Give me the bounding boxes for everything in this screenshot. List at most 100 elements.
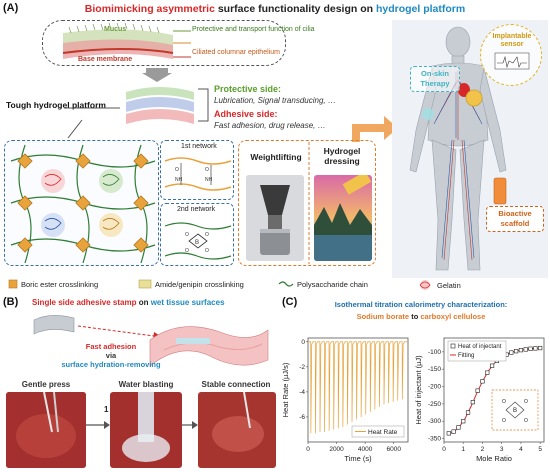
data-point: [523, 347, 528, 352]
second-network-box: 2nd network B O O O O: [160, 203, 234, 266]
base-membrane-label: Base membrane: [78, 56, 133, 63]
x-tick-label: 0: [442, 446, 446, 453]
y-tick-label: -4: [299, 389, 305, 396]
adhesive-stamp-illustration: [33, 315, 269, 367]
polysaccharide-chain-icon: [278, 281, 294, 287]
protective-side-title: Protective side:: [214, 84, 282, 94]
data-point: [485, 370, 490, 375]
y-tick-label: -150: [428, 366, 441, 373]
weightlifting-label: Weightlifting: [250, 152, 302, 162]
y-tick-label: -200: [428, 384, 441, 391]
weightlifting-photo: [246, 175, 304, 261]
legend-label-points: Heat of injectant: [458, 344, 502, 350]
x-tick-label: 0: [306, 446, 310, 453]
panel-a-title: Biomimicking asymmetric surface function…: [84, 3, 466, 15]
oxygen-atom: O: [502, 399, 506, 405]
panel-a-label: (A): [3, 2, 19, 14]
x-tick-label: 4: [519, 446, 523, 453]
legend-box: [351, 425, 405, 438]
panel-b-label: (B): [3, 296, 19, 308]
svg-text:O: O: [205, 232, 209, 238]
down-arrow-icon: [142, 68, 172, 82]
legend-boric: Boric ester crosslinking: [8, 279, 98, 289]
panel-c-label: (C): [282, 296, 298, 308]
right-arrow-icon: [86, 421, 110, 429]
x-tick-label: 3: [500, 446, 504, 453]
data-point: [475, 388, 480, 393]
data-point: [538, 345, 543, 351]
svg-text:O: O: [185, 248, 189, 254]
data-point: [528, 346, 533, 351]
y-tick-label: -350: [428, 436, 441, 443]
water-blasting-label: Water blasting: [118, 380, 174, 389]
second-network-label: 2nd network: [177, 206, 216, 213]
y-tick-label: -250: [428, 401, 441, 408]
boron-atom: B: [513, 408, 517, 414]
data-point: [470, 400, 475, 405]
svg-text:NH: NH: [205, 177, 213, 183]
data-point: [518, 348, 524, 353]
gentle-press-label: Gentle press: [21, 380, 71, 389]
data-point: [456, 425, 461, 430]
epithelium-illustration: [42, 20, 286, 66]
x-tick-label: 2: [481, 446, 485, 453]
data-point: [509, 350, 514, 355]
svg-text:NH: NH: [175, 177, 183, 183]
stable-connection-photo: [198, 392, 276, 468]
svg-text:B: B: [195, 240, 199, 246]
x-tick-label: 2000: [329, 446, 344, 453]
oxygen-atom: O: [524, 418, 528, 424]
oxygen-atom: O: [524, 399, 528, 405]
legend-amide: Amide/genipin crosslinking: [138, 279, 244, 289]
first-network-box: 1st network O O NH NH: [160, 140, 234, 200]
boric-ester-icon: [8, 279, 18, 289]
svg-text:O: O: [185, 232, 189, 238]
structure-inset: [491, 389, 539, 431]
data-point: [446, 431, 451, 436]
hydrogel-dressing-label: Hydrogel dressing: [323, 146, 361, 166]
implantable-sensor-label: Implantable sensor: [492, 33, 532, 48]
ciliated-label: Ciliated columnar epithelium: [192, 49, 280, 56]
hydrogel-layers: [126, 87, 194, 124]
panel-c-title-line2: Sodium borate to carboxyl cellulose: [356, 312, 486, 321]
mucus-label: Mucus: [104, 26, 127, 33]
svg-text:O: O: [175, 167, 179, 173]
svg-text:O: O: [205, 248, 209, 254]
svg-text:O: O: [205, 167, 209, 173]
x-tick-label: 6000: [386, 446, 401, 453]
legend-swatch-points: [450, 343, 456, 349]
applications-box: [238, 140, 376, 266]
data-point: [489, 363, 495, 368]
y-tick-label: -300: [428, 418, 441, 425]
gentle-press-photo: [6, 392, 86, 468]
x-tick-label: 1: [461, 446, 465, 453]
double-network-illustration: [4, 140, 159, 266]
adhesive-side-desc: Fast adhesion, drug release, …: [214, 121, 326, 130]
on-skin-therapy-label: On-skin Therapy: [410, 66, 460, 92]
x-tick-label: 5: [538, 446, 542, 453]
protective-function-label: Protective and transport function of cil…: [192, 26, 315, 33]
heat-rate-trace: [308, 341, 408, 434]
data-point: [533, 346, 538, 351]
y-tick-label: 0: [301, 339, 305, 346]
right-arrow-icon-2: [182, 421, 198, 429]
implantable-sensor-callout: Implantable sensor: [480, 24, 542, 86]
amide-crosslink-icon: [138, 279, 152, 289]
gelatin-icon: [419, 280, 431, 290]
x-axis-label: Time (s): [344, 454, 372, 463]
adhesive-side-title: Adhesive side:: [214, 109, 278, 119]
x-axis-label: Mole Ratio: [476, 454, 512, 463]
y-tick-label: -2: [299, 364, 305, 371]
y-axis-label: Heat Rate (µJ/s): [282, 362, 290, 417]
fast-adhesion-text: Fast adhesion via surface hydration-remo…: [61, 342, 161, 369]
boron-center: [505, 401, 525, 419]
y-tick-label: -6: [299, 414, 305, 421]
orange-arrow-icon: [352, 116, 398, 142]
panel-b-title: Single side adhesive stamp on wet tissue…: [32, 298, 225, 307]
y-axis-label: Heat of injectant (µJ): [414, 355, 423, 425]
x-tick-label: 4000: [358, 446, 373, 453]
bioactive-scaffold-label: Bioactive scaffold: [486, 206, 544, 232]
panel-c-title-line1: Isothermal titration calorimetry charact…: [334, 300, 508, 309]
